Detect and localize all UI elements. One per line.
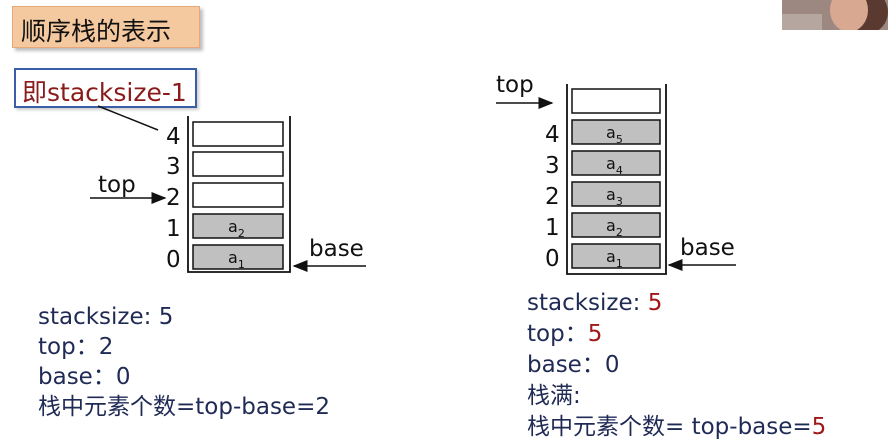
right-stacksize-line: stacksize: 5 bbox=[527, 288, 826, 319]
left-stack-cell bbox=[192, 121, 284, 147]
element-subscript: 5 bbox=[616, 133, 623, 146]
right-count-prefix: 栈中元素个数= top-base= bbox=[527, 414, 812, 440]
right-index-label: 1 bbox=[545, 215, 560, 241]
right-base-label: base bbox=[680, 235, 735, 261]
right-slot-2: 2 a3 bbox=[545, 181, 661, 210]
annotation-box: 即stacksize-1 bbox=[14, 68, 197, 108]
right-base-text: base：0 bbox=[527, 352, 620, 378]
right-slot-1: 1 a2 bbox=[545, 212, 661, 241]
left-base-label: base bbox=[309, 236, 364, 262]
left-count-text: 栈中元素个数=top-base=2 bbox=[38, 394, 330, 420]
right-index-label: 2 bbox=[545, 184, 560, 210]
left-base-text: base：0 bbox=[38, 364, 131, 390]
right-element-label: a1 bbox=[606, 247, 623, 270]
right-count-value: 5 bbox=[811, 414, 827, 440]
left-stack-cell bbox=[192, 151, 284, 177]
left-top-label: top bbox=[98, 172, 136, 198]
element-subscript: 4 bbox=[616, 164, 623, 177]
element-subscript: 3 bbox=[616, 195, 623, 208]
right-slot-3: 3 a4 bbox=[545, 150, 661, 179]
left-stacksize-text: stacksize: 5 bbox=[38, 304, 174, 330]
page-title: 顺序栈的表示 bbox=[21, 17, 172, 46]
left-slot-1: 1 a2 bbox=[166, 213, 284, 242]
right-full-text: 栈满: bbox=[527, 383, 581, 409]
element-base: a bbox=[606, 216, 616, 235]
right-index-label: 4 bbox=[545, 122, 560, 148]
right-stack-cell bbox=[571, 243, 661, 269]
right-stack-cell bbox=[571, 150, 661, 176]
element-base: a bbox=[228, 248, 238, 267]
right-element-label: a4 bbox=[606, 154, 623, 177]
right-top-prefix: top： bbox=[527, 321, 588, 347]
right-index-label: 0 bbox=[545, 246, 560, 272]
right-stack-cell bbox=[571, 119, 661, 145]
right-element-label: a3 bbox=[606, 185, 623, 208]
left-index-label: 0 bbox=[166, 247, 181, 273]
right-slot-4: 4 a5 bbox=[545, 119, 661, 148]
right-stack: 4 a5 3 a4 2 a3 1 a2 0 a1 top base bbox=[496, 72, 736, 275]
element-subscript: 2 bbox=[616, 226, 623, 239]
left-top-text: top：2 bbox=[38, 334, 114, 360]
element-base: a bbox=[606, 247, 616, 266]
left-slot-0: 0 a1 bbox=[166, 244, 284, 273]
right-stacksize-prefix: stacksize: bbox=[527, 290, 648, 316]
annotation-leader-line bbox=[97, 105, 159, 131]
element-base: a bbox=[228, 217, 238, 236]
right-stacksize-value: 5 bbox=[647, 290, 663, 316]
right-stack-cell bbox=[571, 212, 661, 238]
right-top-value: 5 bbox=[587, 321, 603, 347]
element-subscript: 1 bbox=[616, 257, 623, 270]
element-subscript: 2 bbox=[238, 227, 245, 240]
left-slot-2: 2 bbox=[166, 182, 284, 211]
right-stack-cell-empty bbox=[571, 88, 661, 114]
right-stack-container bbox=[566, 84, 667, 275]
left-index-label: 1 bbox=[166, 216, 181, 242]
left-element-label: a1 bbox=[228, 248, 245, 271]
left-index-label: 3 bbox=[166, 154, 181, 180]
left-slot-4: 4 bbox=[166, 121, 284, 150]
left-info: stacksize: 5 top：2 base：0 栈中元素个数=top-bas… bbox=[38, 302, 330, 422]
right-count-line: 栈中元素个数= top-base=5 bbox=[527, 412, 826, 443]
right-stack-cell bbox=[571, 181, 661, 207]
left-slot-3: 3 bbox=[166, 151, 284, 180]
element-base: a bbox=[606, 123, 616, 142]
title-box: 顺序栈的表示 bbox=[12, 6, 200, 48]
left-stack: 4 3 2 1 a2 0 a1 top base bbox=[90, 116, 366, 273]
right-top-label: top bbox=[496, 72, 534, 98]
left-stack-cell bbox=[192, 244, 284, 270]
annotation-text: 即stacksize-1 bbox=[22, 78, 187, 107]
right-info: stacksize: 5 top：5 base：0 栈满: 栈中元素个数= to… bbox=[527, 288, 826, 443]
left-index-label: 2 bbox=[166, 185, 181, 211]
presenter-video-thumbnail bbox=[782, 0, 888, 30]
element-subscript: 1 bbox=[238, 258, 245, 271]
right-element-label: a2 bbox=[606, 216, 623, 239]
left-index-label: 4 bbox=[166, 124, 181, 150]
element-base: a bbox=[606, 154, 616, 173]
left-element-label: a2 bbox=[228, 217, 245, 240]
right-element-label: a5 bbox=[606, 123, 623, 146]
right-slot-0: 0 a1 bbox=[545, 243, 661, 272]
left-stack-cell bbox=[192, 213, 284, 239]
element-base: a bbox=[606, 185, 616, 204]
right-top-line: top：5 bbox=[527, 319, 826, 350]
right-index-label: 3 bbox=[545, 153, 560, 179]
left-stack-container bbox=[187, 116, 291, 273]
left-stack-cell bbox=[192, 182, 284, 208]
